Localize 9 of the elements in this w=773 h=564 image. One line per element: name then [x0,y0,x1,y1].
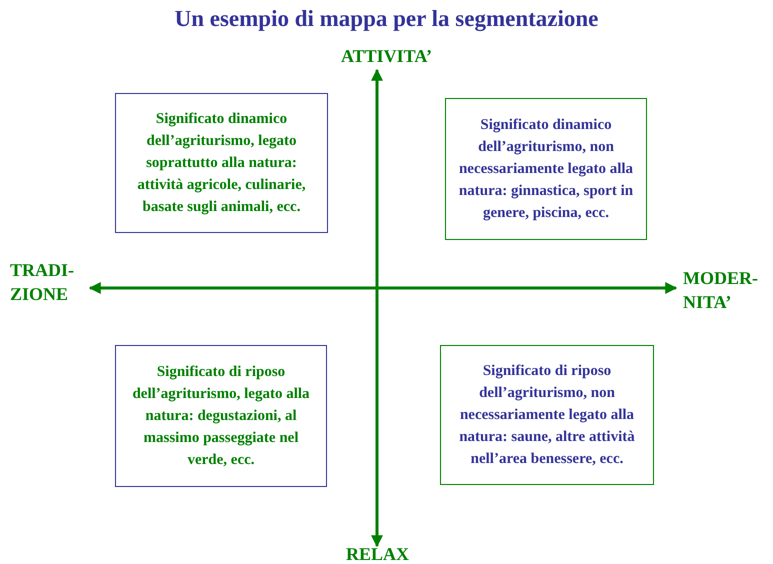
quadrant-description-box: Significato dinamico dell’agriturismo, legato soprattutto alla natura: attività agricole, culinarie, basate sugli animali, ecc. [115,93,328,233]
axis-label: MODER- NITA’ [683,268,758,312]
quadrant-description-box: Significato dinamico dell’agriturismo, non necessariamente legato alla natura: ginnastica, sport in genere, piscina, ecc. [445,98,647,240]
axis-label: ATTIVITA’ [340,46,432,66]
title: Un esempio di mappa per la segmentazione [174,6,600,32]
axis-label: RELAX [346,544,409,564]
quadrant-description-box: Significato di riposo dell’agriturismo, non necessariamente legato alla natura: saune, altre attività nell’area benessere, ecc. [440,345,654,485]
axis-label: TRADI- ZIONE [10,260,74,304]
quadrant-description-box: Significato di riposo dell’agriturismo, legato alla natura: degustazioni, al massimo passeggiate nel verde, ecc. [115,345,327,487]
